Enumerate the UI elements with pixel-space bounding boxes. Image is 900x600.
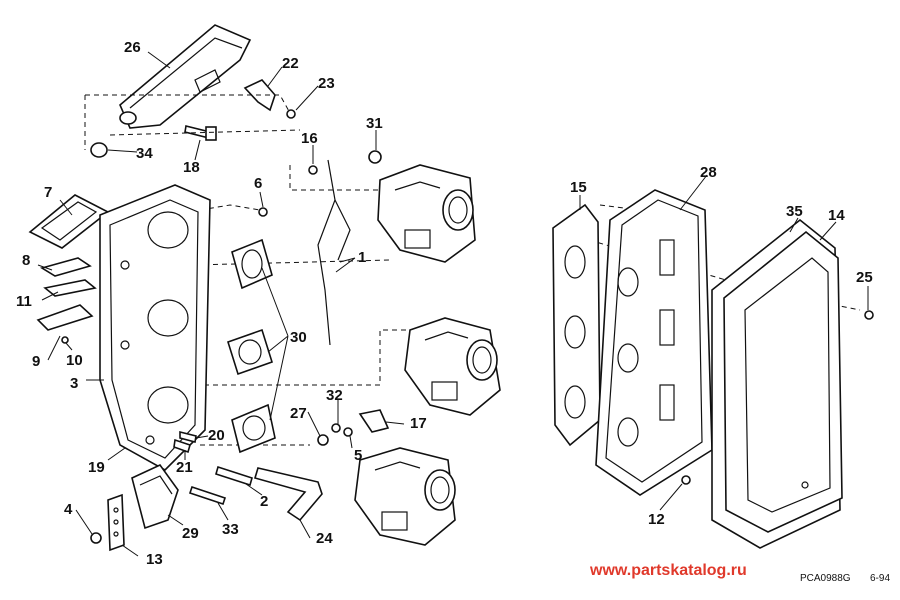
stop-plate-9 xyxy=(36,304,94,331)
carburetor-top xyxy=(377,164,476,263)
label-35: 35 xyxy=(786,203,803,220)
adapter-plate xyxy=(595,189,713,496)
label-6: 6 xyxy=(254,175,262,192)
gasket-11 xyxy=(43,279,97,297)
label-34: 34 xyxy=(136,145,153,162)
label-4: 4 xyxy=(64,501,73,518)
label-16: 16 xyxy=(301,130,318,147)
label-24: 24 xyxy=(316,530,333,547)
screw-25 xyxy=(864,310,874,320)
label-3: 3 xyxy=(70,375,78,392)
silencer-cover xyxy=(723,230,843,533)
label-11: 11 xyxy=(16,293,32,310)
label-30: 30 xyxy=(290,329,307,346)
label-21: 21 xyxy=(176,459,193,476)
label-1: 1 xyxy=(358,249,366,266)
label-13: 13 xyxy=(146,551,163,568)
label-18: 18 xyxy=(183,159,200,176)
silencer-duct xyxy=(119,24,252,129)
bolt-18 xyxy=(184,125,217,141)
label-19: 19 xyxy=(88,459,105,476)
label-25: 25 xyxy=(856,269,873,286)
figure-date: 6-94 xyxy=(870,573,891,584)
label-28: 28 xyxy=(700,164,717,181)
label-12: 12 xyxy=(648,511,665,528)
label-15: 15 xyxy=(570,179,587,196)
screw-6 xyxy=(258,207,268,217)
label-2: 2 xyxy=(260,493,268,510)
leader-lines xyxy=(37,51,869,557)
carb-gaskets xyxy=(227,238,276,454)
label-33: 33 xyxy=(222,521,239,538)
reed-plate xyxy=(40,257,92,277)
screw-23 xyxy=(286,109,296,119)
screw-10 xyxy=(61,336,69,344)
nut-31 xyxy=(368,150,382,164)
label-20: 20 xyxy=(208,427,225,444)
label-22: 22 xyxy=(282,55,299,72)
manifold-gasket xyxy=(552,203,601,447)
label-5: 5 xyxy=(354,447,362,464)
label-7: 7 xyxy=(44,184,52,201)
bolt-33 xyxy=(188,485,227,506)
label-10: 10 xyxy=(66,352,83,369)
plate-13 xyxy=(107,493,125,552)
label-26: 26 xyxy=(124,39,141,56)
reed-block xyxy=(28,194,110,249)
carburetor-bottom xyxy=(354,447,456,546)
label-8: 8 xyxy=(22,252,30,269)
figure-code: PCA0988G xyxy=(800,573,851,584)
label-17: 17 xyxy=(410,415,427,432)
label-29: 29 xyxy=(182,525,199,542)
carburetor-middle xyxy=(404,317,501,416)
part-labels: 26 22 23 34 18 16 31 6 1 30 7 8 11 9 10 … xyxy=(16,39,873,568)
bolt-2 xyxy=(215,465,253,487)
label-31: 31 xyxy=(366,115,383,132)
label-9: 9 xyxy=(32,353,40,370)
small-hardware xyxy=(317,409,390,446)
fittings xyxy=(173,430,197,454)
label-32: 32 xyxy=(326,387,343,404)
intake-manifold xyxy=(99,184,211,471)
label-14: 14 xyxy=(828,207,845,224)
hose xyxy=(253,467,323,522)
screw-4 xyxy=(90,532,102,544)
watermark: www.partskatalog.ru xyxy=(590,562,747,579)
linkage-rods xyxy=(308,159,351,346)
bracket-29 xyxy=(131,463,179,530)
label-23: 23 xyxy=(318,75,335,92)
label-27: 27 xyxy=(290,405,307,422)
screw-12 xyxy=(681,475,691,485)
plug xyxy=(90,142,108,158)
